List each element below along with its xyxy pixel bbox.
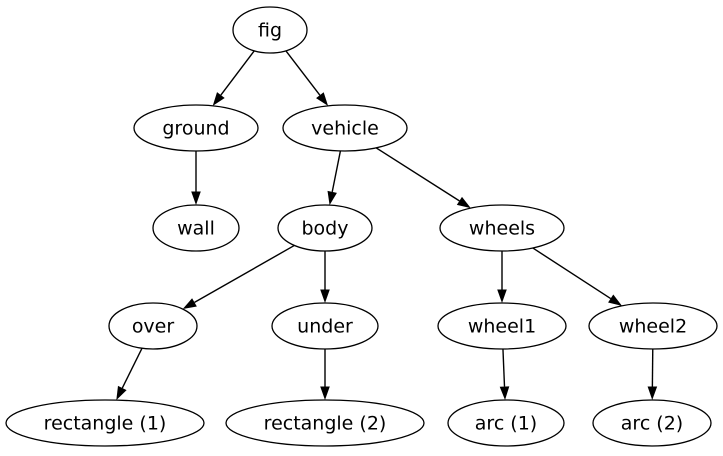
arrowhead-icon <box>647 386 658 401</box>
edge-wheels-wheel1 <box>497 251 507 303</box>
node-over: over <box>108 302 198 350</box>
arrowhead-icon <box>499 386 510 401</box>
arrowhead-icon <box>497 289 507 303</box>
edge-wheel1-arc1 <box>499 348 510 401</box>
node-wall: wall <box>152 204 240 252</box>
node-label-wheel2: wheel2 <box>619 315 687 337</box>
arrowhead-icon <box>316 92 329 106</box>
node-ellipse-arc1 <box>447 399 565 447</box>
arrowhead-icon <box>608 294 622 306</box>
node-wheel1: wheel1 <box>437 302 567 350</box>
node-label-wheel1: wheel1 <box>468 315 536 337</box>
node-label-over: over <box>132 315 175 337</box>
node-label-wall: wall <box>177 217 215 239</box>
node-fig: fig <box>232 6 308 54</box>
node-label-wheels: wheels <box>469 217 535 239</box>
arrowhead-icon <box>182 298 197 310</box>
node-ellipse-fig <box>232 6 308 54</box>
node-arc1: arc (1) <box>447 399 565 447</box>
node-label-under: under <box>297 315 353 337</box>
node-ellipse-ground <box>133 104 259 152</box>
node-label-body: body <box>302 217 349 239</box>
arrowhead-icon <box>327 190 337 206</box>
node-wheels: wheels <box>439 204 565 252</box>
node-ellipse-rect2 <box>225 399 425 447</box>
node-ellipse-wheel1 <box>437 302 567 350</box>
edge-wheel2-arc2 <box>647 348 658 401</box>
edge-ground-wall <box>191 151 201 205</box>
edge-body-under <box>320 251 330 303</box>
node-label-vehicle: vehicle <box>311 117 379 139</box>
node-under: under <box>271 302 379 350</box>
edge-fig-vehicle <box>285 50 329 106</box>
node-body: body <box>277 204 373 252</box>
edge-vehicle-body <box>327 150 342 206</box>
node-rect2: rectangle (2) <box>225 399 425 447</box>
arrowhead-icon <box>116 385 127 401</box>
node-ellipse-arc2 <box>592 399 712 447</box>
arrowhead-icon <box>320 386 330 400</box>
edge-over-rect1 <box>116 347 143 401</box>
edge-wheels-wheel2 <box>532 247 622 306</box>
node-vehicle: vehicle <box>282 104 408 152</box>
edge-under-rect2 <box>320 349 330 400</box>
node-label-rect2: rectangle (2) <box>264 412 387 434</box>
edge-fig-ground <box>212 50 255 106</box>
node-ellipse-rect1 <box>5 399 205 447</box>
node-label-arc1: arc (1) <box>475 412 537 434</box>
node-ellipse-wall <box>152 204 240 252</box>
node-wheel2: wheel2 <box>588 302 718 350</box>
arrowhead-icon <box>320 289 330 303</box>
node-label-fig: fig <box>258 19 282 41</box>
arrowhead-icon <box>456 196 471 209</box>
arrowhead-icon <box>191 191 201 205</box>
node-ellipse-wheel2 <box>588 302 718 350</box>
node-ellipse-body <box>277 204 373 252</box>
arrowhead-icon <box>212 92 225 106</box>
edge-body-over <box>182 244 295 310</box>
node-ellipse-wheels <box>439 204 565 252</box>
node-rect1: rectangle (1) <box>5 399 205 447</box>
node-arc2: arc (2) <box>592 399 712 447</box>
node-label-ground: ground <box>162 117 229 139</box>
node-label-arc2: arc (2) <box>621 412 683 434</box>
edge-vehicle-wheels <box>375 147 471 209</box>
node-ellipse-over <box>108 302 198 350</box>
node-ellipse-under <box>271 302 379 350</box>
node-ellipse-vehicle <box>282 104 408 152</box>
node-ground: ground <box>133 104 259 152</box>
node-label-rect1: rectangle (1) <box>44 412 167 434</box>
